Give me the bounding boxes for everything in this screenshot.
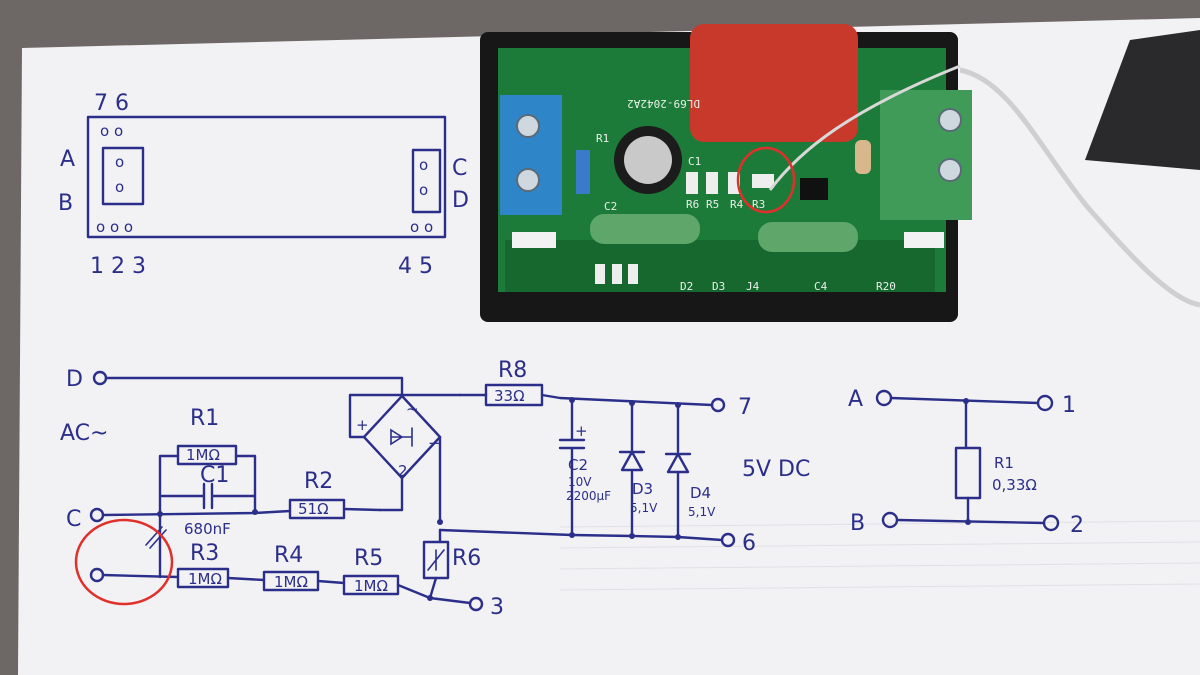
screw-icon	[516, 114, 540, 138]
svg-text:5,1V: 5,1V	[688, 505, 716, 519]
ac-label: AC~	[60, 421, 108, 446]
svg-text:1MΩ: 1MΩ	[274, 573, 308, 591]
zener-D4	[664, 403, 692, 539]
svg-text:+: +	[575, 422, 588, 440]
power-resistor	[590, 214, 700, 244]
zener-D3	[618, 401, 646, 537]
schematic: D + − ~ 2 R8 33Ω 7 + C2 10V 2200μF D3 5,…	[60, 358, 810, 620]
node-B-label: B	[850, 511, 865, 536]
svg-text:R4: R4	[274, 543, 303, 568]
blue-diode	[576, 150, 590, 194]
pin-D-label: D	[452, 188, 469, 213]
power-resistor	[758, 222, 858, 252]
screw-icon	[938, 108, 962, 132]
capacitor-C2	[558, 398, 586, 537]
pcb-module: DL69-2042A2 C1 C2 R1 R3 R4 R5 R6 D2 D3 J…	[480, 24, 972, 322]
white-wire	[768, 64, 961, 191]
svg-text:680nF: 680nF	[184, 520, 231, 538]
capacitor-C1	[158, 482, 257, 510]
highlight-circle	[736, 146, 796, 214]
svg-text:2200μF: 2200μF	[566, 489, 611, 503]
svg-text:51Ω: 51Ω	[298, 500, 329, 518]
svg-text:R6: R6	[452, 546, 481, 571]
svg-text:o o: o o	[410, 218, 433, 236]
svg-text:R8: R8	[498, 358, 527, 383]
svg-text:R20: R20	[876, 280, 896, 293]
through-hole-resistor	[855, 140, 871, 174]
svg-text:o o: o o	[100, 122, 123, 140]
out-6-label: 6	[742, 531, 756, 556]
pin-B-label: B	[58, 191, 73, 216]
svg-text:R1: R1	[190, 406, 219, 431]
svg-text:o: o	[115, 153, 124, 171]
svg-text:R2: R2	[304, 469, 333, 494]
bottom-right-pins-label: 4 5	[398, 254, 433, 279]
svg-text:C4: C4	[814, 280, 828, 293]
node-C-label: C	[66, 507, 81, 532]
svg-text:R5: R5	[706, 198, 719, 211]
out-2-label: 2	[1070, 513, 1084, 538]
svg-text:R1: R1	[994, 454, 1014, 472]
svg-text:2: 2	[398, 462, 408, 480]
dark-object	[1085, 30, 1200, 170]
svg-text:33Ω: 33Ω	[494, 387, 525, 405]
svg-text:o: o	[419, 181, 428, 199]
svg-text:1MΩ: 1MΩ	[186, 446, 220, 464]
svg-text:−: −	[428, 434, 441, 452]
svg-text:R3: R3	[190, 541, 219, 566]
green-terminal-block	[880, 90, 972, 220]
header-connector	[904, 232, 944, 248]
svg-text:~: ~	[406, 400, 419, 418]
svg-text:D3: D3	[712, 280, 725, 293]
pin-sketch: 7 6 o o o o A B o o C D o o o o o 1 2 3 …	[58, 91, 469, 279]
out-7-label: 7	[738, 395, 752, 420]
node-D-label: D	[66, 367, 83, 392]
screw-icon	[516, 168, 540, 192]
svg-text:C1: C1	[688, 155, 701, 168]
svg-text:5,1V: 5,1V	[630, 501, 658, 515]
svg-text:R1: R1	[596, 132, 609, 145]
svg-text:D2: D2	[680, 280, 693, 293]
svg-text:R4: R4	[730, 198, 744, 211]
grey-cable	[959, 67, 1200, 308]
top-pins-label: 7 6	[94, 91, 129, 116]
svg-text:+: +	[356, 416, 369, 434]
svg-text:D4: D4	[690, 484, 711, 502]
pcb-lower-board	[505, 240, 935, 292]
out-1-label: 1	[1062, 393, 1076, 418]
bottom-left-pins-label: 1 2 3	[90, 254, 146, 279]
svg-text:o: o	[115, 178, 124, 196]
ic-chip	[800, 178, 828, 200]
svg-text:R3: R3	[752, 198, 765, 211]
svg-text:R6: R6	[686, 198, 699, 211]
screw-icon	[938, 158, 962, 182]
pin-C-label: C	[452, 156, 467, 181]
svg-text:1MΩ: 1MΩ	[188, 570, 222, 588]
svg-text:C2: C2	[568, 456, 588, 474]
header-connector	[512, 232, 556, 248]
highlight-circle	[74, 518, 174, 606]
svg-text:R5: R5	[354, 546, 383, 571]
out-3-label: 3	[490, 595, 504, 620]
svg-text:o o o: o o o	[96, 218, 133, 236]
supply-label: 5V DC	[742, 457, 810, 482]
film-capacitor	[690, 24, 858, 142]
paper-rule-lines	[559, 520, 1200, 591]
node-A-label: A	[848, 387, 863, 412]
svg-text:C1: C1	[200, 463, 229, 488]
svg-text:D3: D3	[632, 480, 653, 498]
svg-text:1MΩ: 1MΩ	[354, 577, 388, 595]
svg-text:0,33Ω: 0,33Ω	[992, 476, 1037, 494]
svg-text:C2: C2	[604, 200, 617, 213]
svg-text:o: o	[419, 156, 428, 174]
svg-text:10V: 10V	[568, 475, 592, 489]
svg-text:J4: J4	[746, 280, 760, 293]
blue-terminal-block	[500, 95, 562, 215]
pin-A-label: A	[60, 147, 75, 172]
pcb-model-label: DL69-2042A2	[627, 97, 700, 110]
shunt-schematic: A 1 R1 0,33Ω B 2	[848, 387, 1084, 538]
